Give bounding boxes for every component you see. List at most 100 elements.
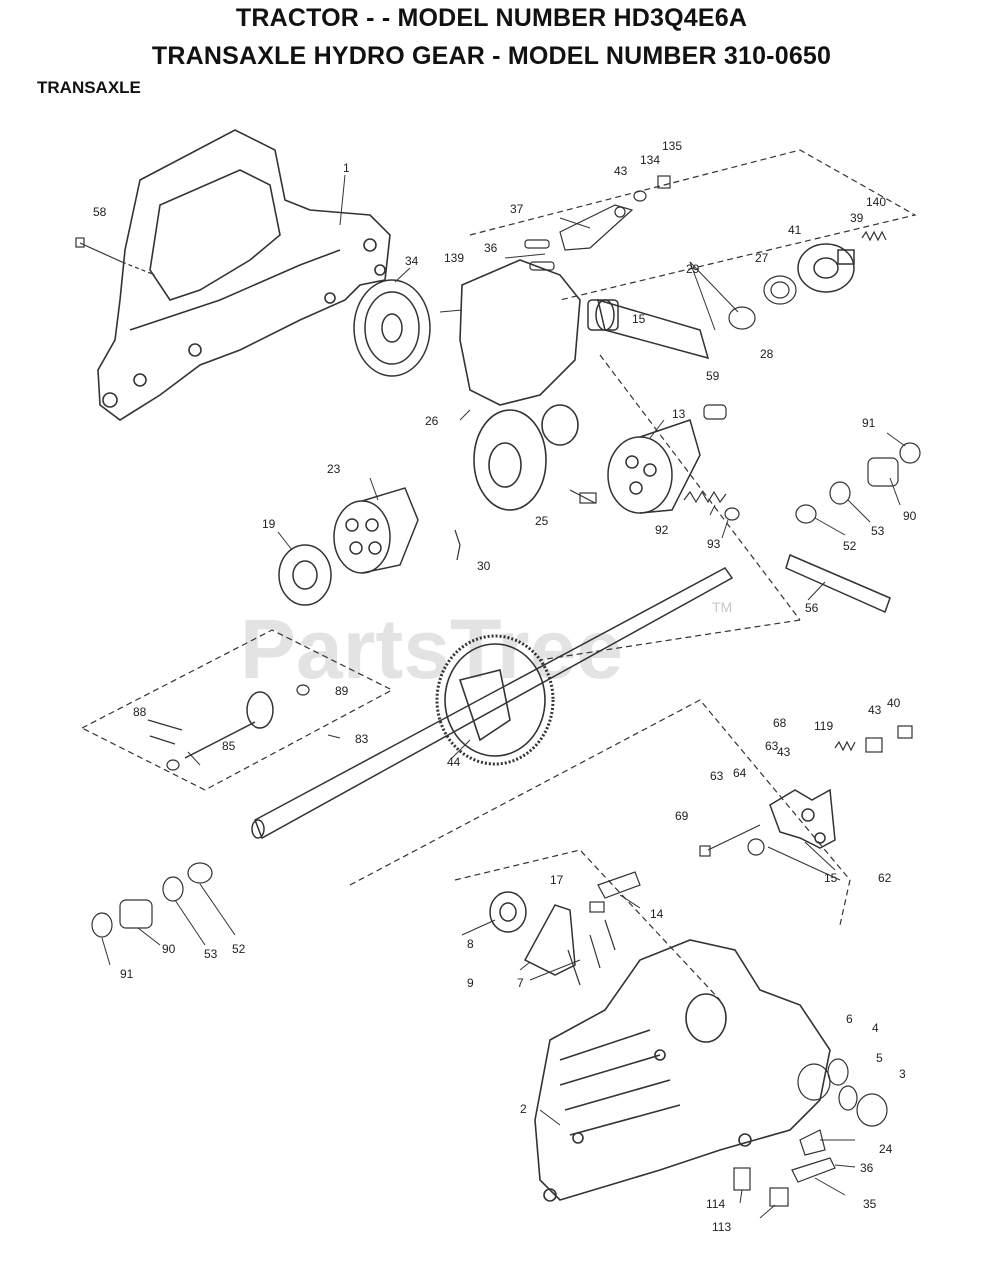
callout-label: 93 <box>707 537 721 551</box>
callout-label: 37 <box>510 202 524 216</box>
callout-label: 44 <box>447 755 461 769</box>
callout-label: 15 <box>824 871 838 885</box>
bushing-part-91-left <box>91 912 113 938</box>
callout-label: 53 <box>204 947 218 961</box>
callout-label: 89 <box>335 684 349 698</box>
watermark-tm: TM <box>712 599 732 615</box>
group-outline-lower-housing <box>349 699 851 1001</box>
callout-label: 43 <box>868 703 882 717</box>
callout-label: 14 <box>650 907 664 921</box>
differential-gear-part-44 <box>435 634 555 766</box>
callout-label: 24 <box>879 1142 893 1156</box>
section-label: TRANSAXLE <box>37 78 141 97</box>
arm-part-24 <box>799 1129 826 1156</box>
cap-part-3 <box>856 1093 888 1127</box>
callout-label: 59 <box>706 369 720 383</box>
pump-shaft-part-15 <box>587 298 710 360</box>
callout-label: 114 <box>706 1197 725 1211</box>
washer-part-43-top <box>633 190 647 202</box>
pulley-part-34 <box>353 279 431 377</box>
washer-part-89-bottom <box>166 759 180 771</box>
callout-label: 35 <box>863 1197 877 1211</box>
callout-label: 52 <box>232 942 246 956</box>
callout-label: 27 <box>755 251 769 265</box>
spacer-part-68 <box>865 737 883 753</box>
callout-label: 53 <box>871 524 885 538</box>
callout-label: 83 <box>355 732 369 746</box>
callout-label: 6 <box>846 1012 853 1026</box>
washer-part-15-lower <box>747 838 765 856</box>
seal-part-27 <box>763 275 797 305</box>
callout-label: 19 <box>262 517 276 531</box>
pins-part-88 <box>147 719 183 745</box>
callout-label: 13 <box>672 407 686 421</box>
callout-label: 69 <box>675 809 689 823</box>
callout-label: 119 <box>814 719 833 733</box>
callout-label: 52 <box>843 539 857 553</box>
axle-shaft-part-56 <box>785 553 891 614</box>
callout-label: 139 <box>444 251 464 265</box>
pin-part-59 <box>703 404 727 420</box>
washer-part-52-right <box>795 504 817 524</box>
washer-part-52-left <box>187 862 213 884</box>
washer-part-93 <box>724 507 740 521</box>
seal-part-6 <box>797 1063 831 1101</box>
callout-label: 63 <box>765 739 779 753</box>
brake-lever-part-62 <box>769 788 836 849</box>
callout-label: 68 <box>773 716 787 730</box>
callout-label: 40 <box>887 696 901 710</box>
watermark: PartsTree <box>240 602 623 696</box>
callout-label: 8 <box>467 937 474 951</box>
washer-part-53-right <box>829 481 851 505</box>
callout-label: 36 <box>484 241 498 255</box>
callout-label: 2 <box>520 1102 527 1116</box>
callout-label: 28 <box>760 347 774 361</box>
link-part-35 <box>791 1157 836 1183</box>
brake-arm-part-37 <box>559 204 634 251</box>
group-outline-gear-shaft <box>81 629 394 791</box>
motor-cylinder-block-part-23 <box>333 487 419 574</box>
group-outline-axle-link <box>539 354 801 661</box>
callout-label: 34 <box>405 254 419 268</box>
diagram-title-line-1: TRACTOR - - MODEL NUMBER HD3Q4E6A <box>235 4 748 32</box>
fitting-part-114 <box>733 1167 751 1191</box>
diagram-title-line-2: TRANSAXLE HYDRO GEAR - MODEL NUMBER 310-… <box>151 42 832 70</box>
ring-part-4 <box>827 1058 849 1086</box>
washer-part-53-left <box>162 876 184 902</box>
nut-part-134 <box>657 175 671 189</box>
callout-labels: 1 58 34 135 134 43 37 36 139 140 39 41 2… <box>93 139 917 1234</box>
pinion-gear-part-85 <box>184 691 274 759</box>
group-outline-brake-linkage <box>469 149 917 301</box>
callout-label: 43 <box>614 164 628 178</box>
callout-label: 23 <box>327 462 341 476</box>
thrust-plates-part-7 <box>567 919 616 986</box>
retaining-ring-part-28 <box>728 306 756 330</box>
callout-label: 135 <box>662 139 682 153</box>
callout-leaders <box>101 174 906 1219</box>
nut-part-40 <box>897 725 913 739</box>
callout-label: 43 <box>777 745 791 759</box>
washer-part-89-top <box>296 684 310 696</box>
callout-label: 4 <box>872 1021 879 1035</box>
callout-label: 134 <box>640 153 660 167</box>
callout-label: 92 <box>655 523 669 537</box>
valve-part-25 <box>569 489 597 504</box>
callout-label: 3 <box>899 1067 906 1081</box>
callout-label: 30 <box>477 559 491 573</box>
callout-label: 56 <box>805 601 819 615</box>
cylinder-block-part-13 <box>607 419 701 514</box>
callout-label: 113 <box>712 1220 731 1234</box>
callout-label: 88 <box>133 705 147 719</box>
arm-part-14 <box>597 871 641 899</box>
callout-label: 9 <box>467 976 474 990</box>
center-section-part-26 <box>459 259 581 511</box>
callout-label: 85 <box>222 739 236 753</box>
pins-part-36 <box>524 239 555 271</box>
bearing-part-8 <box>489 891 527 933</box>
bushing-part-90-left <box>119 899 153 929</box>
callout-label: 41 <box>788 223 802 237</box>
bolt-part-58 <box>75 237 156 276</box>
callout-label: 64 <box>733 766 747 780</box>
spring-part-119 <box>834 740 856 752</box>
pin-part-17 <box>589 901 605 913</box>
